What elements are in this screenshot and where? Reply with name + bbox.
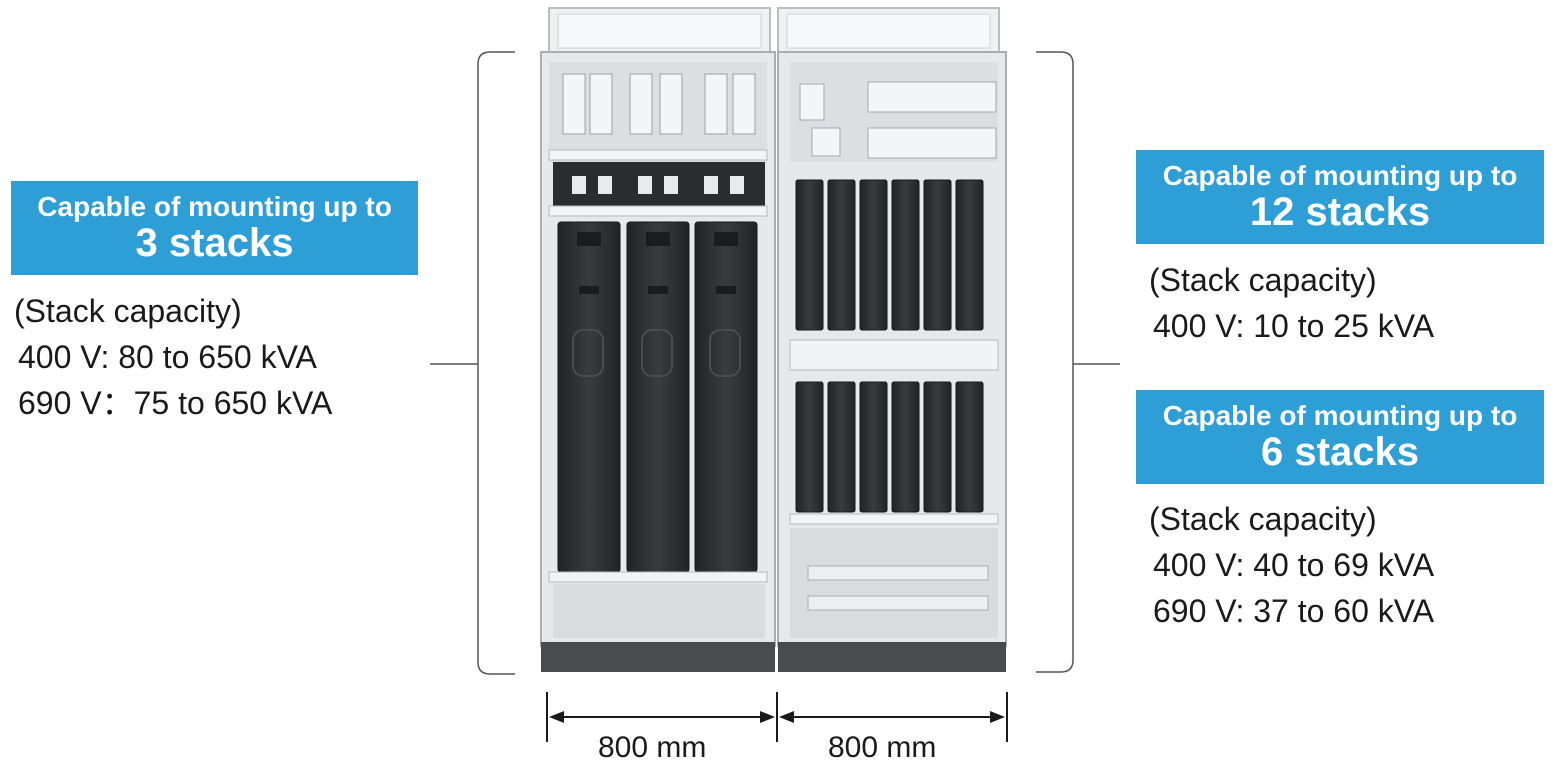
small-stack-modules-upper [795, 179, 984, 331]
spec-right-lower: (Stack capacity) 400 V: 40 to 69 kVA 690… [1149, 496, 1434, 634]
callout-count: 3 stacks [135, 221, 294, 265]
spec-heading: (Stack capacity) [1149, 501, 1377, 537]
left-cabinet-width: 800 mm [598, 731, 707, 764]
callout-label: Capable of mounting up to [1162, 160, 1518, 191]
callout-12-stacks: Capable of mounting up to 12 stacks [1136, 150, 1544, 244]
right-cabinet-width: 800 mm [828, 731, 937, 764]
callout-6-stacks: Capable of mounting up to 6 stacks [1136, 390, 1544, 484]
left-bracket [430, 51, 515, 675]
dimension-lines [546, 692, 1008, 742]
callout-count: 6 stacks [1261, 430, 1419, 474]
callout-count: 12 stacks [1249, 190, 1431, 234]
spec-400v: 400 V: 80 to 650 kVA [18, 339, 317, 375]
left-cabinet [540, 7, 776, 672]
busbar-terminals [562, 73, 756, 135]
spec-right-upper: (Stack capacity) 400 V: 10 to 25 kVA [1149, 257, 1434, 349]
right-bracket [1036, 51, 1120, 673]
large-stack-modules [557, 221, 758, 573]
callout-3-stacks: Capable of mounting up to 3 stacks [11, 181, 418, 275]
spec-400v: 400 V: 10 to 25 kVA [1153, 308, 1435, 344]
spec-690v: 690 V：75 to 650 kVA [18, 385, 333, 421]
small-stack-modules-lower [795, 381, 984, 513]
spec-heading: (Stack capacity) [1149, 262, 1377, 298]
callout-label: Capable of mounting up to [37, 191, 392, 222]
spec-690v: 690 V: 37 to 60 kVA [1153, 593, 1435, 629]
callout-label: Capable of mounting up to [1162, 400, 1518, 431]
spec-left: (Stack capacity) 400 V: 80 to 650 kVA 69… [14, 288, 332, 426]
spec-heading: (Stack capacity) [14, 293, 242, 329]
right-cabinet [777, 7, 1007, 672]
spec-400v: 400 V: 40 to 69 kVA [1153, 547, 1435, 583]
